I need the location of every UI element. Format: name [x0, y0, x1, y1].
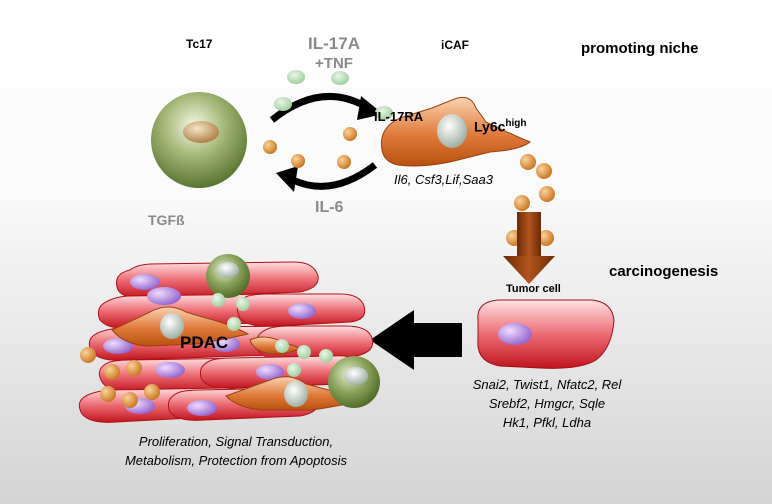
- tumor-cell: [477, 299, 615, 369]
- icaf-label: iCAF: [441, 38, 469, 52]
- icaf-nucleus: [437, 114, 467, 148]
- il6-arrow: [276, 162, 378, 192]
- tumor-genes-line2: Srebf2, Hmgcr, Sqle: [488, 396, 606, 411]
- down-arrow: [503, 212, 555, 284]
- outcome-line1: Proliferation, Signal Transduction,: [138, 434, 334, 449]
- tgfb-label: TGFß: [148, 212, 185, 228]
- tc17-cell: [151, 92, 247, 188]
- ly6c-superscript: high: [505, 118, 527, 129]
- icaf-genes-label: Il6, Csf3,Lif,Saa3: [394, 172, 493, 187]
- pdac-cluster: [78, 254, 380, 423]
- carcinogenesis-label: carcinogenesis: [609, 263, 719, 280]
- tumor-cell-label: Tumor cell: [506, 283, 561, 295]
- ly6c-text: Ly6c: [474, 118, 506, 135]
- outcome-line2: Metabolism, Protection from Apoptosis: [124, 453, 348, 468]
- promoting-niche-label: promoting niche: [581, 40, 699, 57]
- ly6c-label: Ly6chigh: [474, 118, 527, 135]
- cytokine-dots-green: [274, 70, 393, 120]
- tc17-nucleus: [183, 121, 219, 143]
- tumor-genes-line1: Snai2, Twist1, Nfatc2, Rel: [472, 377, 622, 392]
- pdac-label: PDAC: [180, 333, 229, 352]
- il17ra-label: IL-17RA: [374, 109, 424, 124]
- il17a-label: IL-17A: [308, 34, 360, 53]
- tc17-label: Tc17: [186, 37, 213, 51]
- tumor-genes-line3: Hk1, Pfkl, Ldha: [502, 415, 592, 430]
- icaf-cell: [380, 96, 531, 167]
- il6-dots: [263, 127, 357, 169]
- tumor-nucleus: [498, 323, 532, 345]
- left-arrow: [370, 310, 462, 370]
- il6-label: IL-6: [315, 199, 344, 216]
- tnf-label: +TNF: [315, 55, 353, 72]
